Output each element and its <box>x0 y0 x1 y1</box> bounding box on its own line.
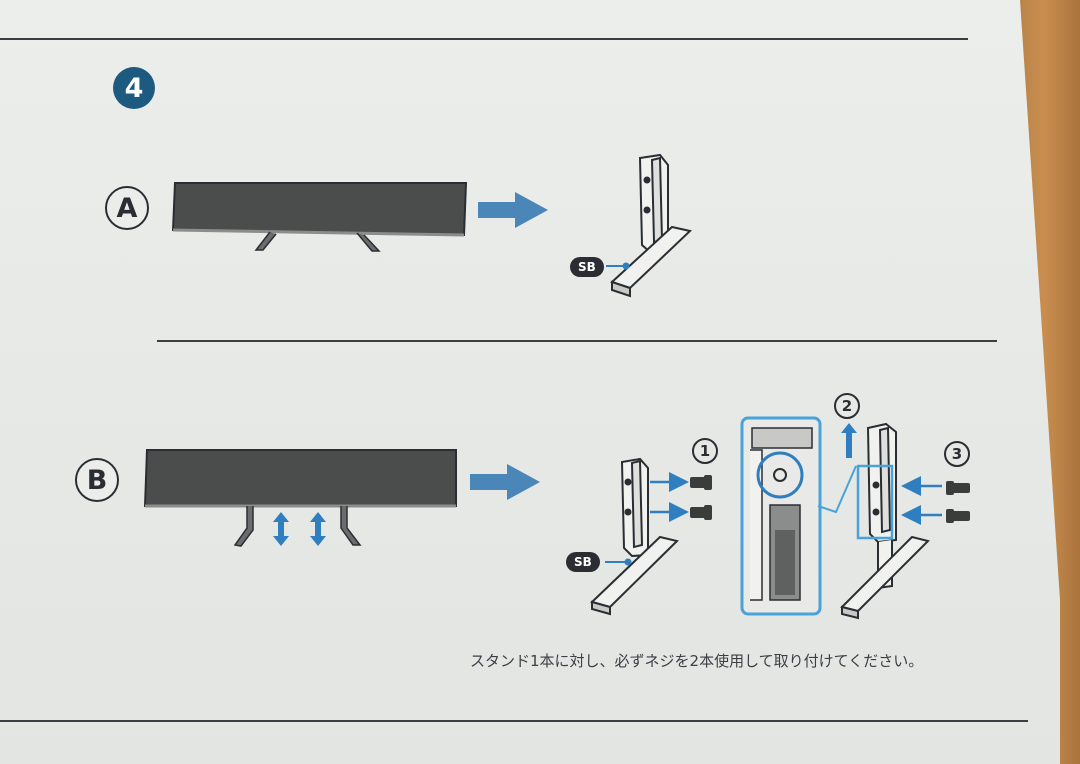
tv-b-illustration <box>143 449 457 547</box>
stand-b3-illustration <box>840 422 930 620</box>
stand-b-illustration <box>590 457 679 616</box>
top-rule <box>0 38 968 40</box>
option-b-label: B <box>75 458 119 502</box>
sb-tag-a: SB <box>570 257 604 277</box>
sub-step-3-label: 3 <box>944 441 970 467</box>
tv-a-illustration <box>171 182 468 252</box>
detail-inset <box>740 416 857 616</box>
middle-rule <box>157 340 997 342</box>
step-number-badge: 4 <box>113 67 155 109</box>
arrow-b <box>470 464 540 500</box>
option-a-label: A <box>105 186 149 230</box>
screws-step-3 <box>901 476 970 525</box>
sub-step-2-label: 2 <box>834 393 860 419</box>
arrow-a <box>478 192 548 228</box>
instruction-note: スタンド1本に対し、必ずネジを2本使用して取り付けてください。 <box>470 652 924 670</box>
bottom-rule <box>0 720 1028 722</box>
sb-tag-b: SB <box>566 552 600 572</box>
screws-step-1 <box>650 472 712 522</box>
stand-a-illustration <box>610 153 693 298</box>
sub-step-1-label: 1 <box>692 438 718 464</box>
